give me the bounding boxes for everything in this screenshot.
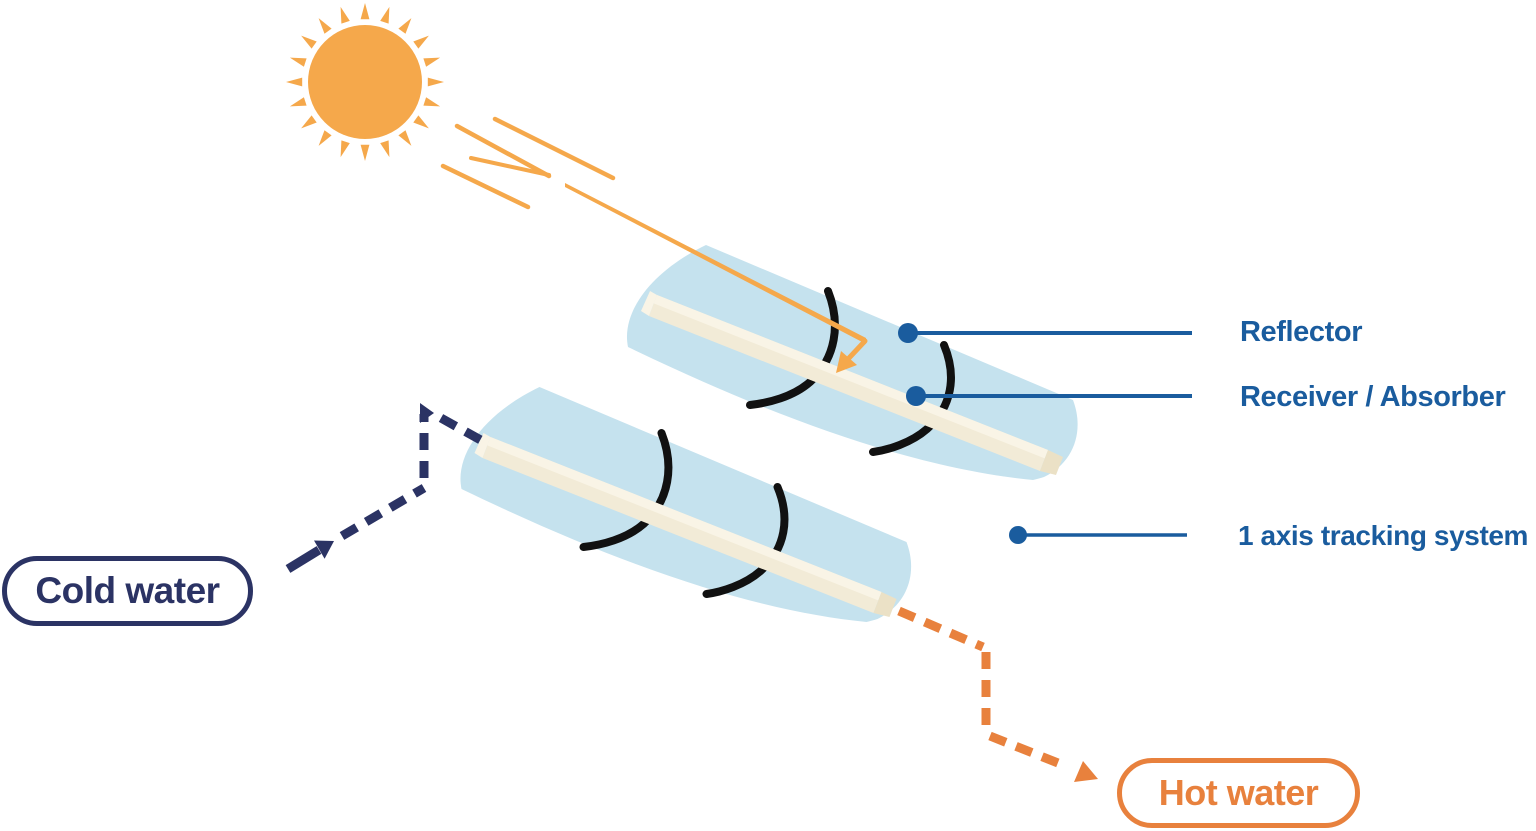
label-receiver-absorber: Receiver / Absorber <box>1240 381 1506 413</box>
sun-ray-spike <box>423 57 441 67</box>
hot-water-badge: Hot water <box>1117 758 1360 828</box>
hot-flow-arrow-icon <box>897 606 1098 782</box>
cold-water-badge: Cold water <box>2 556 253 626</box>
cold-dashed-segment <box>438 414 489 447</box>
sunbeam-line <box>440 163 531 210</box>
sun-ray-spike <box>360 3 370 20</box>
callout-leaders <box>898 323 1192 544</box>
sun-ray-spike <box>423 97 441 107</box>
sun-ray-spike <box>427 77 444 87</box>
cold-arrowhead <box>420 403 434 423</box>
sun-disc <box>308 25 422 139</box>
sun-ray-spike <box>380 6 390 24</box>
cold-dashed-segment <box>339 484 427 540</box>
sun-ray-spike <box>380 140 390 158</box>
sun-ray-spike <box>301 115 317 129</box>
sun-ray-spike <box>318 130 332 146</box>
label-tracking-system: 1 axis tracking system <box>1238 520 1529 551</box>
sun-ray-spike <box>289 97 307 107</box>
hot-water-badge-label: Hot water <box>1158 772 1319 813</box>
sun-ray-spike <box>286 77 303 87</box>
sun-ray-spike <box>413 35 429 49</box>
sun-ray-spike <box>318 18 332 34</box>
cold-arrowhead <box>314 540 334 559</box>
sun-ray-spike <box>398 18 412 34</box>
sunbeam-line <box>469 156 551 177</box>
sunbeam-line <box>454 123 552 179</box>
ray-arrowhead <box>836 351 857 373</box>
reflected-ray <box>846 338 868 361</box>
label-reflector: Reflector <box>1240 316 1363 348</box>
sun-ray-spike <box>301 35 317 49</box>
sunbeam-arrow-icon <box>565 183 868 373</box>
sunbeam-line <box>492 116 616 181</box>
sun-ray-spike <box>289 57 307 67</box>
sun-ray-spike <box>360 144 370 161</box>
sun-ray-spike <box>398 130 412 146</box>
sun-ray-group <box>286 3 444 161</box>
cold-flow-arrow-icon <box>285 403 489 573</box>
sun-icon <box>286 3 444 161</box>
cold-water-badge-label: Cold water <box>35 570 220 611</box>
sun-ray-spike <box>340 140 350 158</box>
incident-ray <box>565 183 866 344</box>
hot-dashed-segment <box>988 731 1065 770</box>
sunbeam-lines <box>440 116 616 210</box>
hot-dashed-segment <box>897 606 985 652</box>
hot-arrowhead <box>1074 761 1098 782</box>
cold-arrow-tail <box>285 546 322 573</box>
sun-ray-spike <box>340 6 350 24</box>
sun-ray-spike <box>413 115 429 129</box>
